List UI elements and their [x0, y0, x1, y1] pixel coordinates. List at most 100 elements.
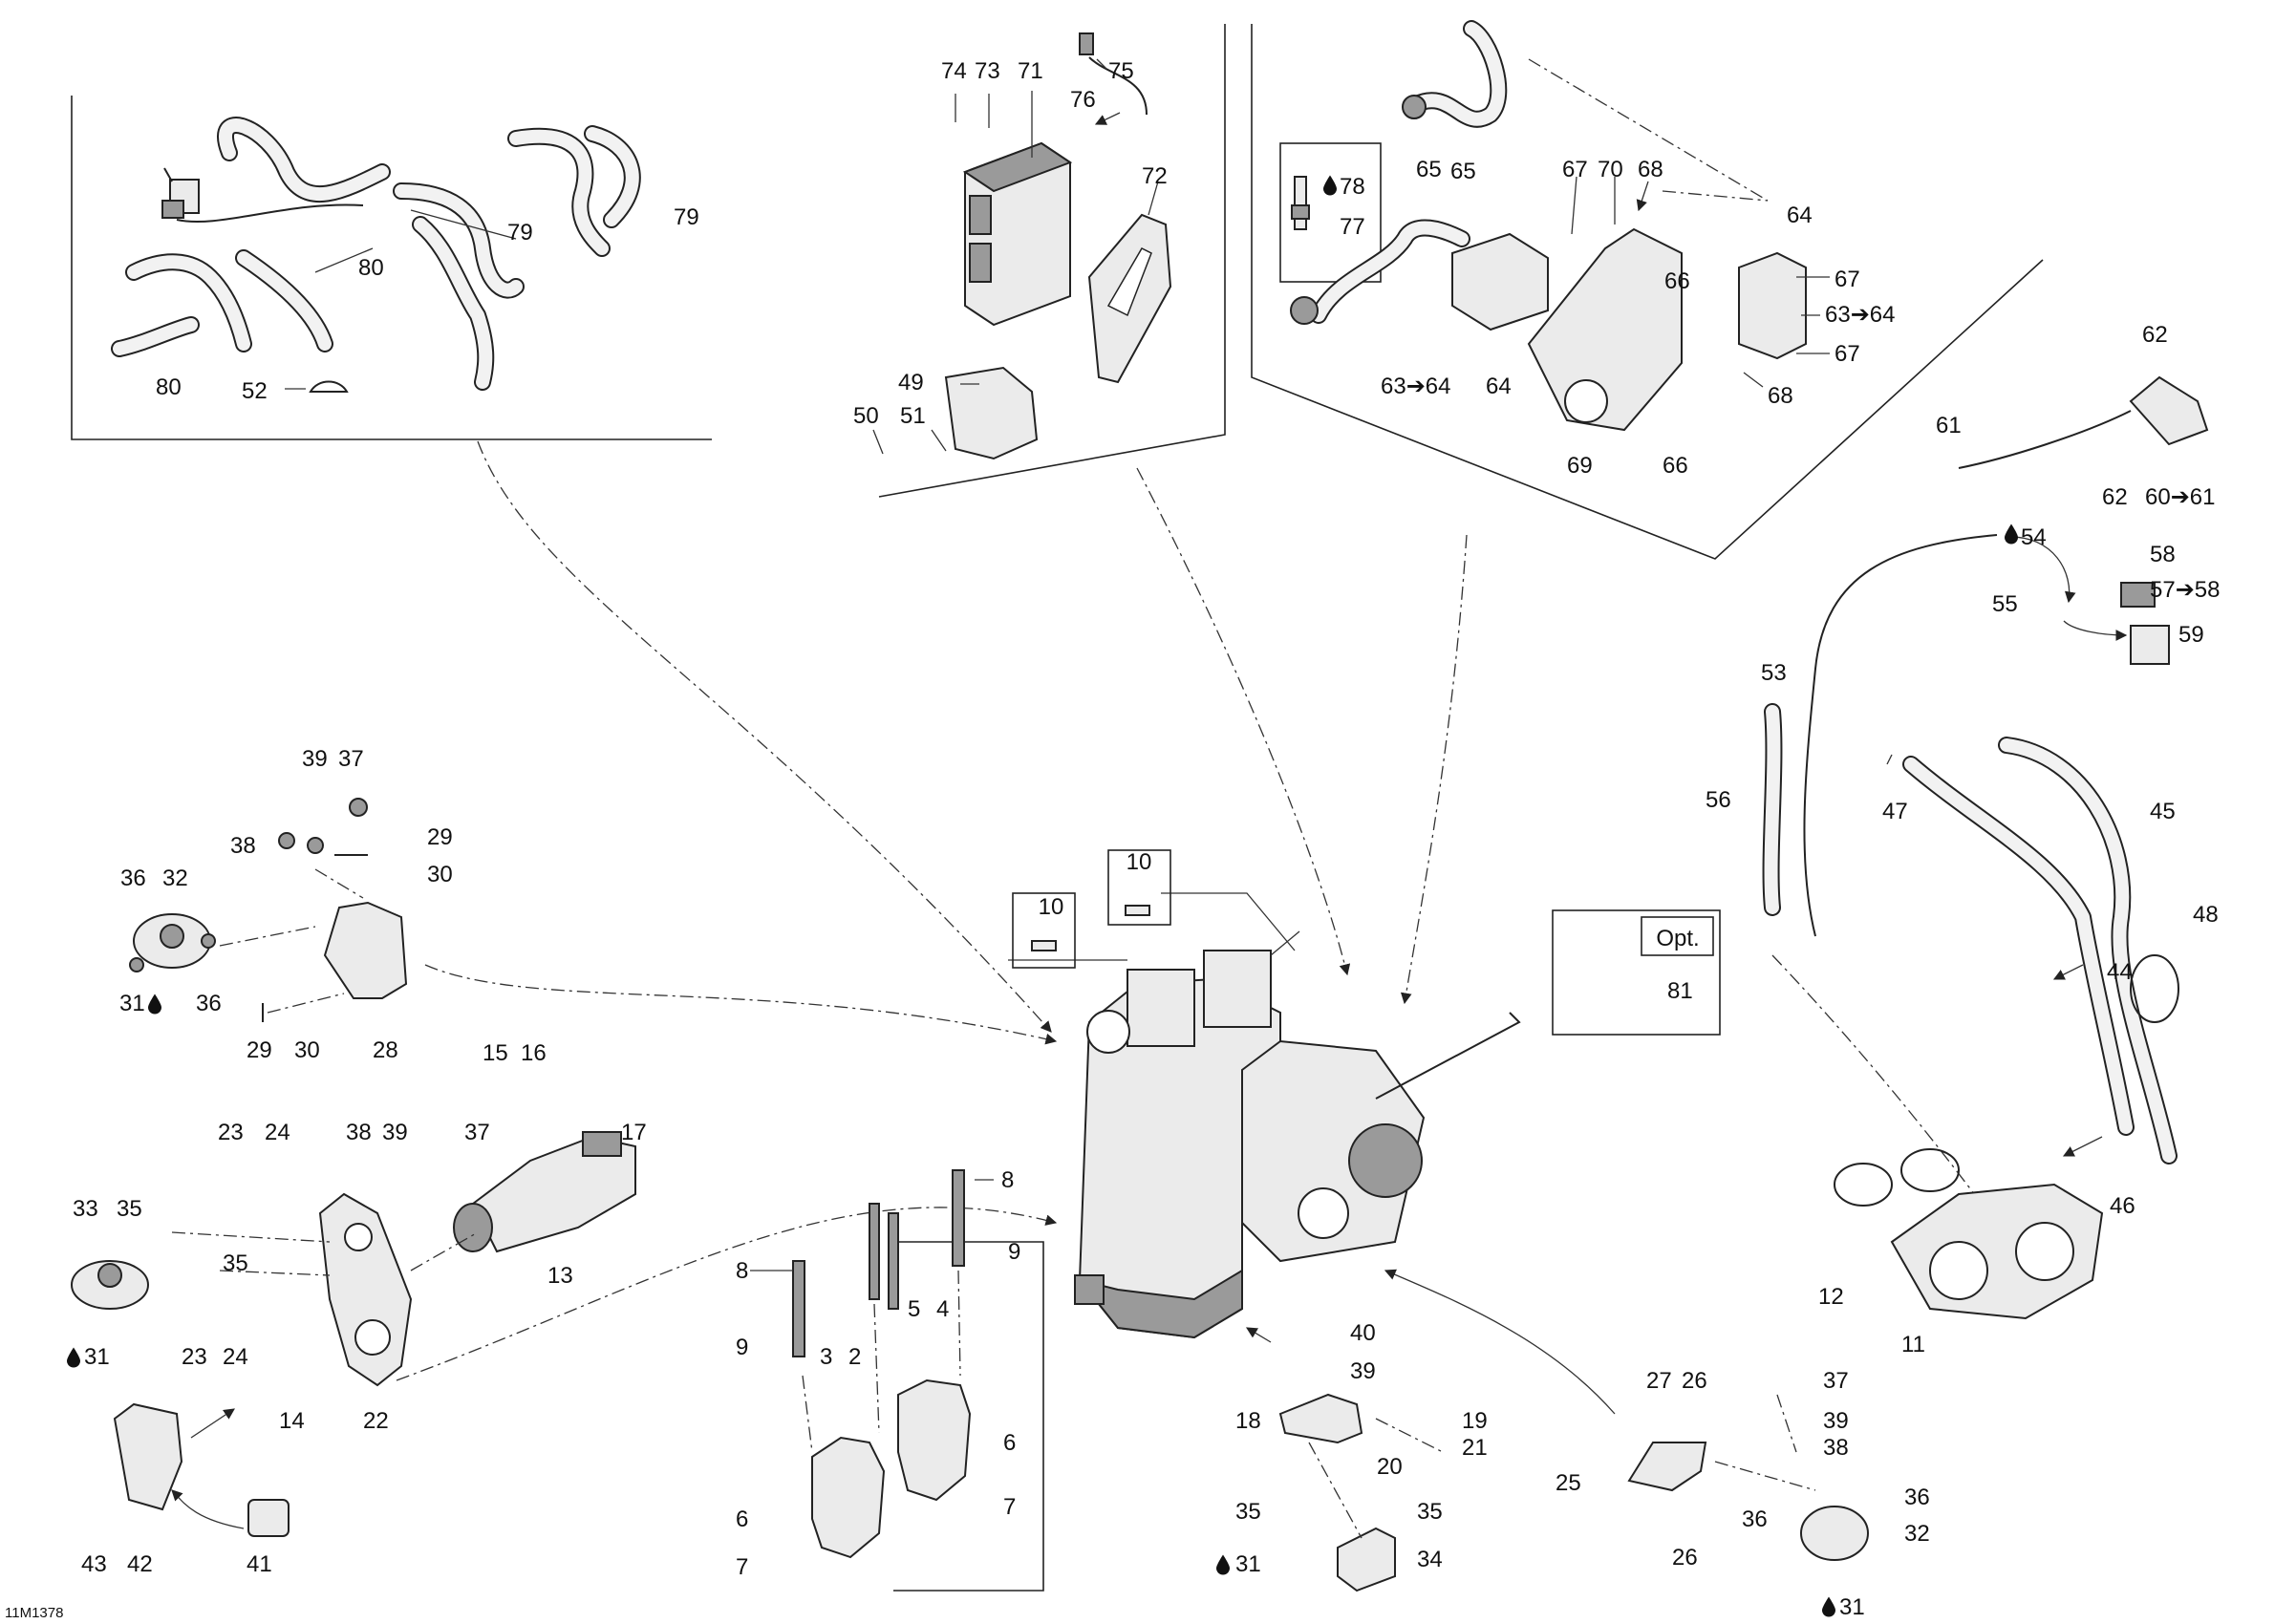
- drop-icon-31c: [1216, 1554, 1230, 1575]
- callout-78: 78: [1340, 174, 1365, 200]
- callout-34: 34: [1417, 1547, 1443, 1572]
- callout-65b: 65: [1450, 159, 1476, 184]
- callout-61: 61: [1936, 413, 1962, 438]
- callout-7a: 7: [1003, 1494, 1016, 1520]
- callout-39b: 39: [382, 1120, 408, 1145]
- callout-32a: 32: [162, 865, 188, 891]
- inset-coil-frame: [893, 1241, 1044, 1592]
- engine-assembly: [1008, 892, 1521, 1339]
- callout-73: 73: [975, 58, 1000, 84]
- callout-23a: 23: [218, 1120, 244, 1145]
- callout-11: 11: [1901, 1332, 1925, 1357]
- callout-36b: 36: [196, 991, 222, 1016]
- pad-41: [247, 1499, 290, 1537]
- callout-65a: 65: [1416, 157, 1442, 182]
- callout-35d: 35: [1417, 1499, 1443, 1525]
- callout-44: 44: [2107, 959, 2133, 985]
- callout-37c: 37: [1823, 1368, 1849, 1394]
- drop-icon-31b: [67, 1347, 80, 1368]
- callout-46: 46: [2110, 1193, 2135, 1219]
- callout-32b: 32: [1904, 1521, 1930, 1547]
- callout-24b: 24: [223, 1344, 248, 1370]
- callout-22: 22: [363, 1408, 389, 1434]
- rubber-mount-34: [1337, 1527, 1396, 1592]
- optional-box: Opt.: [1552, 909, 1721, 1036]
- optional-label: Opt.: [1656, 926, 1699, 951]
- callout-35a: 35: [117, 1196, 142, 1222]
- callout-26b: 26: [1672, 1545, 1698, 1571]
- coil-inset: [750, 1169, 994, 1559]
- bracket-42: [113, 1402, 183, 1511]
- ecm-bracket-72: [1087, 213, 1172, 384]
- callout-16: 16: [521, 1040, 547, 1066]
- callout-13: 13: [547, 1263, 573, 1289]
- callout-10b: 10: [1127, 849, 1152, 875]
- callout-68a: 68: [1638, 157, 1663, 182]
- coil-bracket-69: [1527, 227, 1683, 432]
- connector-59: [2120, 582, 2170, 665]
- callout-58: 58: [2150, 542, 2176, 567]
- drop-icon-31d: [1822, 1596, 1835, 1617]
- callout-10a: 10: [1039, 894, 1064, 920]
- callout-33: 33: [73, 1196, 98, 1222]
- cylinder-head-1: [1127, 969, 1195, 1047]
- ecm-module: [962, 141, 1073, 327]
- callout-64a: 64: [1787, 203, 1813, 228]
- drop-icon-78: [1323, 175, 1337, 196]
- callout-labels: 79 79 80 80 52 74 73 71 75 76 72 49 50 5…: [5, 58, 2221, 1621]
- callout-79b: 79: [674, 204, 699, 230]
- callout-63b: 63➔64: [1825, 302, 1896, 328]
- callout-8a: 8: [1001, 1167, 1014, 1193]
- callout-74: 74: [941, 58, 967, 84]
- callout-41: 41: [247, 1551, 272, 1577]
- figure-code: 11M1378: [5, 1605, 63, 1621]
- ecm-inset: [872, 32, 1172, 460]
- callout-50: 50: [853, 403, 879, 429]
- callout-59: 59: [2178, 622, 2204, 648]
- callout-24a: 24: [265, 1120, 290, 1145]
- callout-18: 18: [1235, 1408, 1261, 1434]
- callout-30a: 30: [427, 862, 453, 887]
- mount-bracket-18: [1278, 1393, 1363, 1444]
- callout-38c: 38: [1823, 1435, 1849, 1461]
- callout-39c: 39: [1350, 1358, 1376, 1384]
- callout-66b: 66: [1663, 453, 1688, 479]
- callout-71: 71: [1018, 58, 1043, 84]
- callout-30b: 30: [294, 1037, 320, 1063]
- callout-55: 55: [1992, 591, 2018, 617]
- callout-14: 14: [279, 1408, 305, 1434]
- callout-2: 2: [848, 1344, 861, 1370]
- callout-31b: 31: [84, 1344, 110, 1370]
- callout-70: 70: [1598, 157, 1623, 182]
- bracket-25: [1627, 1442, 1707, 1492]
- callout-40: 40: [1350, 1320, 1376, 1346]
- callout-51: 51: [900, 403, 926, 429]
- callout-76: 76: [1070, 87, 1096, 113]
- callout-21: 21: [1462, 1435, 1488, 1461]
- callout-35b: 35: [223, 1250, 248, 1276]
- callout-37a: 37: [338, 746, 364, 772]
- callout-60: 60➔61: [2145, 484, 2216, 510]
- hose-80-leader: [314, 247, 374, 273]
- callout-37b: 37: [464, 1120, 490, 1145]
- callout-5: 5: [908, 1296, 920, 1322]
- callout-68b: 68: [1768, 383, 1793, 409]
- clamps-12: [1834, 1148, 1960, 1207]
- callout-67b: 67: [1835, 267, 1860, 292]
- callout-49: 49: [898, 370, 924, 395]
- throttle-body-11: [1890, 1183, 2104, 1320]
- coil-cover-64: [1738, 251, 1807, 360]
- inset-ignition-frame: [1251, 24, 2044, 560]
- callout-66a: 66: [1664, 268, 1690, 294]
- solenoid-valve: [161, 167, 200, 219]
- callout-67a: 67: [1562, 157, 1588, 182]
- callout-36c: 36: [1904, 1485, 1930, 1510]
- callout-54: 54: [2021, 524, 2047, 550]
- callout-62a: 62: [2142, 322, 2168, 348]
- starter-motor-13: [453, 1131, 636, 1253]
- callout-45: 45: [2150, 799, 2176, 824]
- callout-27: 27: [1646, 1368, 1672, 1394]
- callout-69: 69: [1567, 453, 1593, 479]
- callout-8b: 8: [736, 1258, 748, 1284]
- callout-38a: 38: [230, 833, 256, 859]
